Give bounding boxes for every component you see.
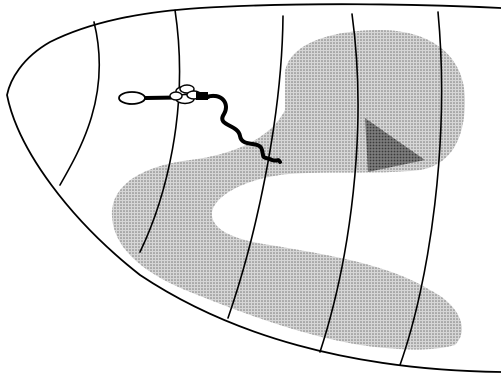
construct-oval <box>119 92 145 104</box>
shaded-region <box>112 30 465 350</box>
segment-line-1 <box>60 22 99 185</box>
